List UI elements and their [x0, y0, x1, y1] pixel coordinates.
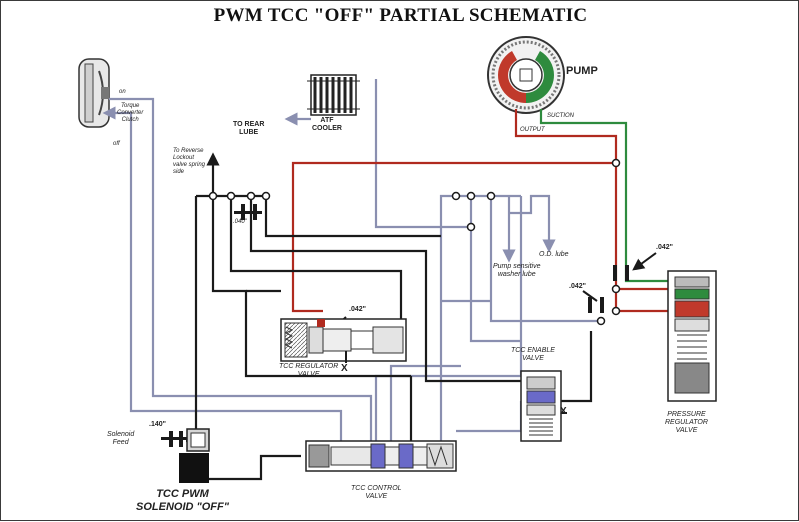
pump-gear-icon — [487, 36, 565, 114]
line-pressure-circuit — [291, 109, 681, 313]
tcc-regulator-valve-label: TCC REGULATOR VALVE — [279, 363, 339, 378]
atf-cooler-label: ATF COOLER — [312, 117, 342, 132]
tcc-enable-valve-label: TCC ENABLE VALVE — [511, 347, 555, 362]
suction-label: SUCTION — [547, 113, 574, 119]
od-lube-label: O.D. lube — [539, 251, 569, 258]
reverse-lockout-label: To Reverse Lockout valve spring side — [173, 148, 206, 175]
solenoid-icon — [179, 428, 210, 483]
pump-sensitive-lube-label: Pump sensitive washer lube — [493, 263, 541, 278]
orifice-040-label: .040" — [233, 219, 247, 225]
orifice-042-top-label: .042" — [656, 244, 673, 251]
tcc-enable-valve — [520, 370, 562, 442]
suction-circuit — [539, 109, 681, 283]
off-label: off — [113, 141, 120, 147]
pump-label: PUMP — [566, 65, 598, 77]
page-title: PWM TCC "OFF" PARTIAL SCHEMATIC — [213, 5, 588, 26]
valve-spring-icon — [284, 326, 294, 349]
solenoid-feed-label: Solenoid Feed — [107, 431, 135, 446]
exhaust-marks — [345, 351, 567, 414]
output-label: OUTPUT — [520, 127, 545, 133]
orifice-140-label: .140" — [149, 421, 166, 428]
orifice-042-center-label: .042" — [349, 306, 366, 313]
junctions — [208, 158, 621, 326]
regulator-exhaust-x: X — [341, 363, 348, 374]
pressure-regulator-valve — [667, 270, 717, 402]
converter-clutch-icon — [78, 58, 110, 128]
orifice-marks — [161, 204, 629, 447]
tcc-pwm-solenoid-label: TCC PWM SOLENOID "OFF" — [136, 488, 229, 513]
on-label: on — [119, 89, 126, 95]
torque-converter-clutch-label: Torque Converter Clutch — [117, 103, 144, 123]
enable-exhaust-x: X — [560, 406, 567, 417]
exhaust-circuit — [102, 79, 601, 441]
rear-lube-label: TO REAR LUBE — [233, 121, 265, 136]
cooler-coil-icon — [307, 74, 360, 116]
tcc-regulator-valve — [280, 318, 407, 362]
tcc-control-valve-label: TCC CONTROL VALVE — [351, 485, 402, 500]
pressure-regulator-valve-label: PRESSURE REGULATOR VALVE — [665, 411, 708, 434]
tcc-control-valve — [305, 440, 457, 472]
orifice-042-right-label: .042" — [569, 283, 586, 290]
